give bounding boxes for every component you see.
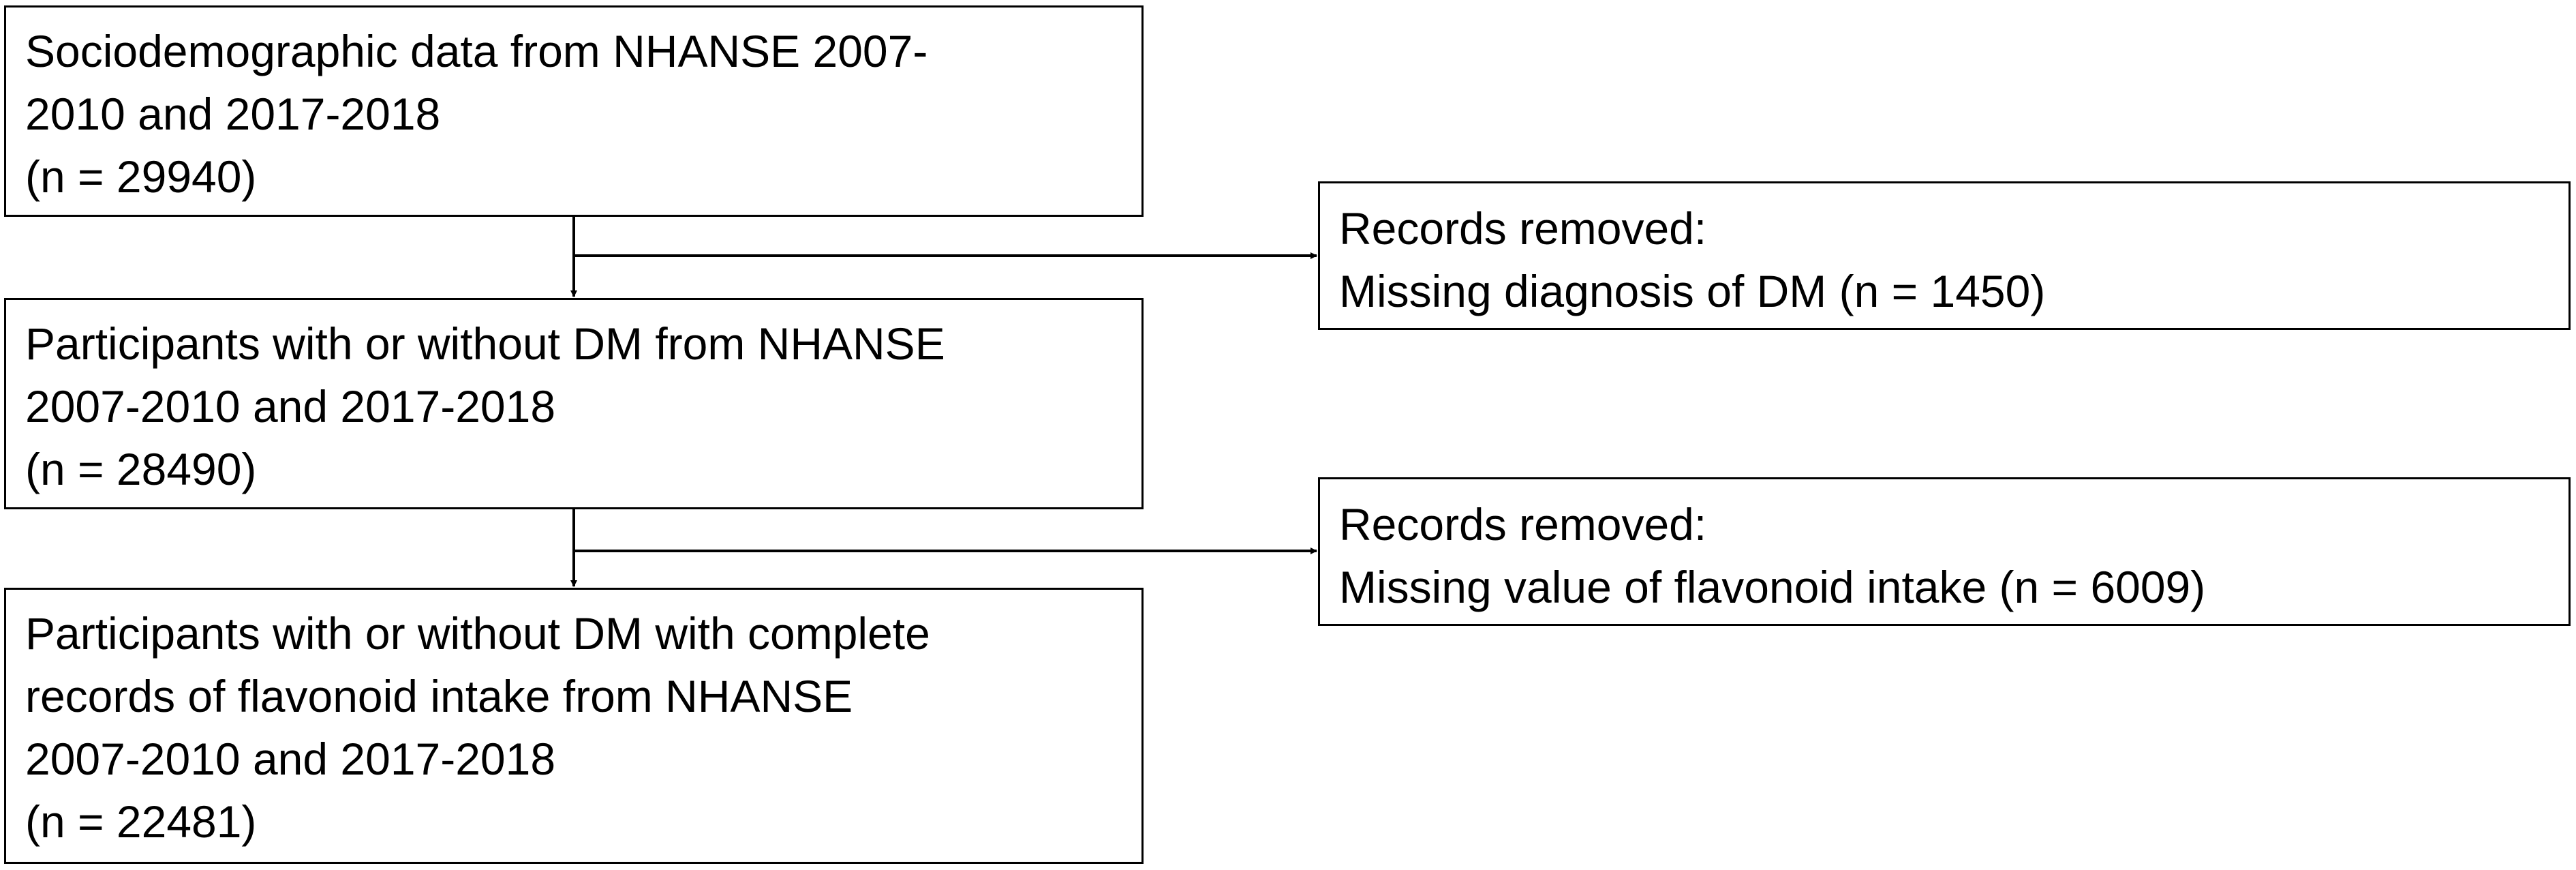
step-text-line: 2007-2010 and 2017-2018 <box>25 734 556 784</box>
step-text-line: Participants with or without DM with com… <box>25 608 930 659</box>
step-text-line: 2010 and 2017-2018 <box>25 89 441 139</box>
exclusion-heading: Records removed: <box>1339 499 1707 550</box>
step-count: (n = 22481) <box>25 796 257 847</box>
exclusion-box-missing-flavonoid: Records removed: Missing value of flavon… <box>1318 477 2571 626</box>
step-box-sociodemographic: Sociodemographic data from NHANSE 2007- … <box>4 5 1144 217</box>
exclusion-reason: Missing diagnosis of DM (n = 1450) <box>1339 266 2046 316</box>
step-text-line: records of flavonoid intake from NHANSE <box>25 671 853 721</box>
step-count: (n = 28490) <box>25 444 257 494</box>
exclusion-reason: Missing value of flavonoid intake (n = 6… <box>1339 562 2206 612</box>
step-box-participants-dm: Participants with or without DM from NHA… <box>4 298 1144 509</box>
step-text-line: 2007-2010 and 2017-2018 <box>25 381 556 432</box>
step-count: (n = 29940) <box>25 151 257 202</box>
step-text-line: Participants with or without DM from NHA… <box>25 318 945 369</box>
exclusion-heading: Records removed: <box>1339 203 1707 254</box>
exclusion-box-missing-diagnosis: Records removed: Missing diagnosis of DM… <box>1318 181 2571 330</box>
step-box-complete-flavonoid: Participants with or without DM with com… <box>4 588 1144 864</box>
step-text-line: Sociodemographic data from NHANSE 2007- <box>25 26 928 76</box>
